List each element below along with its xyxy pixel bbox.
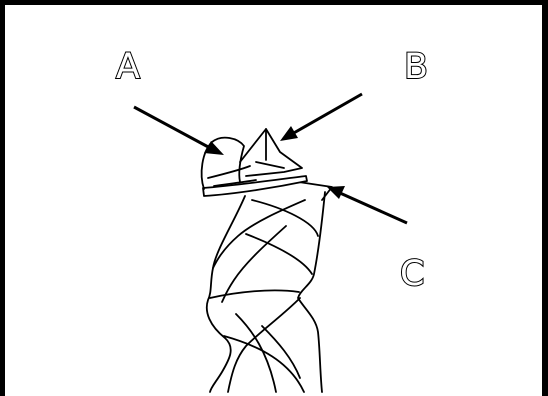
flute-outline-left [205, 195, 246, 393]
collar-ring [202, 175, 308, 197]
pointed-spur [239, 128, 303, 177]
flute-outline-right [297, 191, 326, 393]
arrow-a [133, 105, 224, 155]
label-a: A [116, 47, 140, 87]
arrow-c [327, 186, 408, 225]
rounded-head [200, 136, 245, 190]
drill-bit [200, 128, 333, 393]
arrow-b [280, 92, 363, 141]
label-c: C [400, 254, 424, 294]
label-b: B [404, 47, 428, 87]
